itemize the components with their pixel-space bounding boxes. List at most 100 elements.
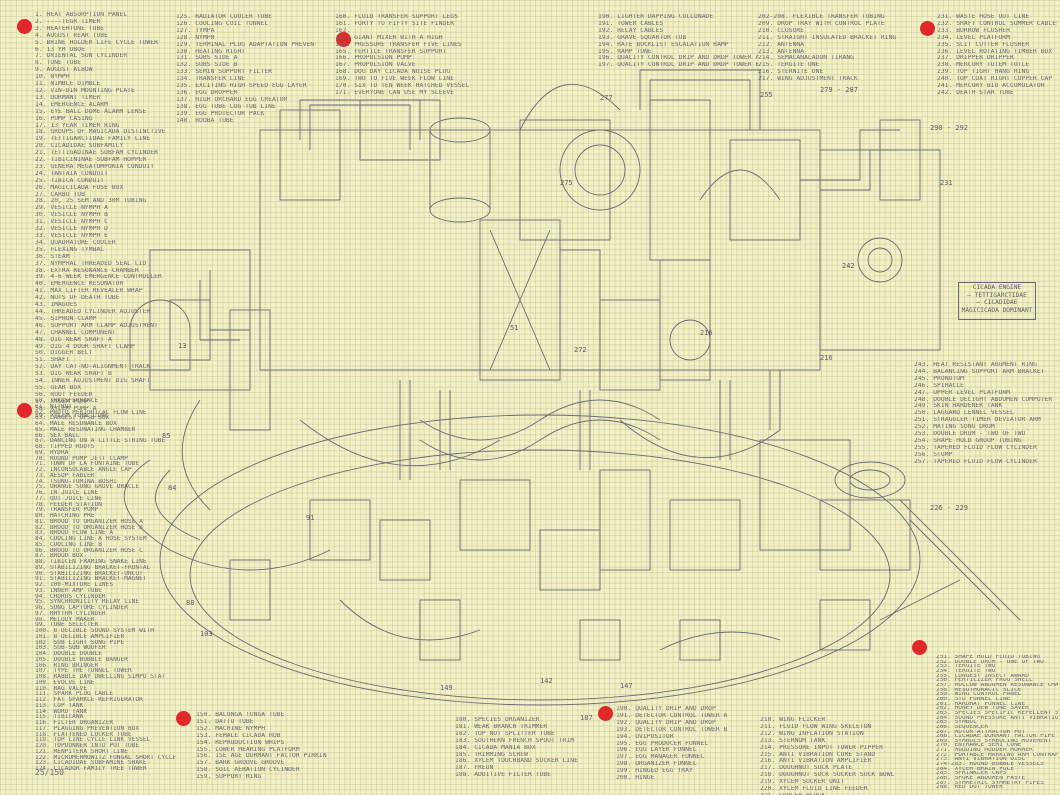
legend-entry: 107. TYPE THE TUNNEL TOWER bbox=[35, 668, 132, 674]
legend-entry: 194. OVIPOSITOR bbox=[616, 733, 674, 740]
legend-entry: 253. DOUBLE DRUM - TWO OF TWO bbox=[914, 431, 1026, 438]
legend-entry: 8. TUNE TUBE bbox=[35, 60, 82, 67]
svg-text:242: 242 bbox=[842, 262, 855, 270]
legend-entry: 29. VESICLE NYMPH A bbox=[35, 205, 108, 212]
legend-entry: 40. EMERGENCE RESONATOR bbox=[35, 281, 124, 288]
legend-entry: 271. MUDDING MUDDER MORMER bbox=[936, 748, 1033, 753]
legend-entry: 288. RED DOT TOWER bbox=[936, 785, 1003, 791]
legend-entry: 32. VESICLE NYMPH D bbox=[35, 226, 108, 233]
legend-entry: 251. STRAGGLER TIMER DEVIATOR ARM bbox=[914, 417, 1041, 424]
svg-text:51: 51 bbox=[510, 324, 518, 332]
svg-text:149: 149 bbox=[440, 684, 453, 692]
legend-entry: 153. FEMALE CICADA HUB bbox=[196, 732, 281, 739]
legend-entry: 68. TIPPED ROOTS bbox=[35, 444, 95, 450]
svg-text:103: 103 bbox=[200, 630, 213, 638]
legend-entry: 50. DIGGER BELT bbox=[35, 350, 93, 357]
legend-entry: 202-208. FLEXIBLE TRANSFER TUBING bbox=[758, 14, 885, 20]
legend-entry: 251. SHAPE HOLD FLUID TUBING bbox=[936, 655, 1041, 660]
legend-entry: 114. WORD TANK bbox=[35, 708, 88, 715]
legend-entry: 258. MESOTHORACIC SLICE bbox=[936, 687, 1022, 693]
legend-entry: 52. DAY CAT-NO-ALIGNMENT TRACK bbox=[35, 364, 151, 371]
legend-entry: 160. FLUID TRANSFER SUPPORT LEGS bbox=[335, 14, 458, 20]
legend-entry: 248. DOUBLE DELIGHT ABDOMEN COMPUTER bbox=[914, 396, 1053, 403]
legend-entry: 42. NUTS OF DEATH TUBE bbox=[35, 295, 120, 302]
legend-entry: 257. TAPERED FLUID FLOW CYLINDER bbox=[914, 458, 1037, 465]
legend-entry: 11. NIMBLE DIMBLE bbox=[35, 81, 101, 88]
red-dot-top-center bbox=[336, 32, 351, 47]
legend-entry: 53. DIG NEAR SHAFT B bbox=[35, 371, 112, 378]
red-dot-mid-left bbox=[17, 403, 32, 418]
legend-entry: 2. ----TEGR TIMER bbox=[35, 18, 101, 25]
legend-entry: 233. BURROW FLUSHER bbox=[937, 27, 1010, 34]
legend-entry: 58. XYLEM PUMP A bbox=[35, 405, 97, 412]
legend-entry: 184. CICADA MANIA BOX bbox=[455, 744, 536, 751]
legend-entry: 88. TIBICEN FRAMING SNAKE LINE bbox=[35, 559, 147, 565]
legend-entry: 9. AUGUST ALBOW bbox=[35, 67, 93, 74]
legend-entry: 273. ANTI VIBRATION DISC bbox=[936, 757, 1026, 763]
legend-entry: 191. TOWER CABLES bbox=[598, 20, 664, 27]
legend-entry: 161. FORTY TO FIFTY SITE FINDER bbox=[335, 20, 455, 27]
legend-entry: 268. CICADAE DORMANT FACTOR PIPE LINE bbox=[936, 734, 1058, 739]
legend-entry: 219. XYLEM SUCKER UNIT bbox=[760, 779, 845, 786]
legend-entry: 89. STABILIZING BRACKET-FRONTAL bbox=[35, 564, 151, 571]
legend-entry: 181. WEAK BRANCH TRIMMER bbox=[455, 723, 548, 730]
legend-entry: 121. MENPITERA SHORT LINE bbox=[35, 748, 128, 755]
legend-entry: 3. HEATERTUNE TUBE bbox=[35, 25, 105, 32]
legend-entry: 45. SIPHON CLAMP bbox=[35, 315, 97, 322]
legend-entry: 138. EGG TUBE LOG TUB LINE bbox=[176, 103, 276, 110]
legend-entry: 135. EXCITING HIGH SPEED EGG LAYER bbox=[176, 83, 307, 90]
legend-entry: 46. SUPPORT ARM CLAMP ADJUSTMENT bbox=[35, 322, 158, 329]
svg-text:216: 216 bbox=[700, 329, 713, 337]
legend-entry: 197. EGG MANAGER FUNNEL bbox=[616, 754, 705, 761]
legend-entry: 119. TOP LINE CYCLE LINK VESSEL bbox=[35, 737, 151, 743]
legend-entry: 70. ROUND PUMP JETT CLAMP bbox=[35, 455, 128, 462]
legend-entry: 81. BROOD TO ORGANIZER HOSE A bbox=[35, 518, 143, 525]
legend-entry: 25. TIBICA CONDUIT bbox=[35, 177, 105, 184]
legend-entry: 254. TERGITE TWO bbox=[936, 668, 996, 674]
legend-entry: 194. RATE BUCKLIST ESCALATION RAMP bbox=[598, 41, 729, 48]
legend-entry: 109. EVOLVE LINE bbox=[35, 679, 95, 686]
legend-entry: 256. FERTILIZER FROG SHELL bbox=[936, 678, 1033, 683]
legend-entry: 72. INCONSOLABLE ANGLE CAP bbox=[35, 467, 132, 473]
legend-entry: 166. PROPULSION PUMP bbox=[335, 55, 412, 62]
legend-entry: 13. DORMANT TIMER bbox=[35, 94, 101, 101]
legend-entry: 187. FREON bbox=[455, 765, 494, 772]
legend-entry: 215. TERGITE ONE bbox=[758, 62, 820, 69]
legend-entry: 210. WING FLICKER bbox=[760, 717, 826, 723]
legend-entry: 127. TYMPA bbox=[176, 27, 215, 34]
legend-entry: 34. QUADRATURE COOLER bbox=[35, 239, 116, 246]
legend-entry: 196. EGG LAYER FUNNEL bbox=[616, 747, 697, 754]
legend-entry: 286. SPOKE ABDOMEN PASTE bbox=[936, 776, 1026, 781]
legend-entry: 212. ANTENNA bbox=[758, 41, 805, 48]
legend-line-4: MAGICICADA DOMINANT bbox=[961, 306, 1033, 314]
red-dot-mid-right bbox=[912, 640, 927, 655]
legend-entry: 4. AUGUST REAR TUBE bbox=[35, 32, 108, 39]
legend-entry: 163. GIANT MIXER WITH A HIGH bbox=[335, 34, 443, 41]
legend-entry: 217. DOUGHNUT SUCK PLATE bbox=[760, 765, 853, 772]
legend-entry: 41. MAX LIFTER REVEALER WRAP bbox=[35, 288, 143, 295]
legend-entry: 117. PLAGGING PREVENTION BOX bbox=[35, 725, 140, 732]
legend-entry: 23. GENERA MEGATOMPONIA CONDUIT bbox=[35, 163, 155, 170]
legend-entry: 250. LAGGARD LENNEL VESSEL bbox=[914, 410, 1014, 417]
legend-entry: 54. INNER ADJUSTMENT DIG SHAFT bbox=[35, 378, 151, 385]
svg-text:275: 275 bbox=[560, 179, 573, 187]
legend-entry: 35. FLEXING TYMBAL bbox=[35, 246, 105, 253]
legend-entry: 37. NYMPHAL THREADED SEAL LID bbox=[35, 260, 147, 267]
legend-entry: 129. TERMINAL PLUG ADAPTATION PREVENTER bbox=[176, 41, 316, 48]
legend-entry: 234. LEVEL PLATFORM bbox=[937, 34, 1010, 41]
legend-entry: 131. SUBS SIDE A bbox=[176, 55, 238, 62]
svg-text:226 - 229: 226 - 229 bbox=[930, 504, 968, 512]
legend-entry: 38. EXTRA RESONANCE CHAMBER bbox=[35, 267, 139, 274]
legend-entry: 221. COOLER BLOCK bbox=[760, 793, 910, 795]
legend-entry: 111. SPARK PLUG CABLE bbox=[35, 691, 114, 697]
legend-entry: 122. MICROMERMOWITZ FUNGAL SHORT CYCLE bbox=[35, 754, 175, 761]
legend-entry: 199. HINGED EGG TRAY bbox=[616, 768, 693, 775]
legend-entry: 255. LONGEST INSECT AWARD bbox=[936, 673, 1029, 679]
legend-entry: 252. DOUBLE DRUM - ONE OF TWO bbox=[936, 659, 1044, 665]
legend-entry: 284. XYLEM BRAIN POLE bbox=[936, 766, 1015, 772]
